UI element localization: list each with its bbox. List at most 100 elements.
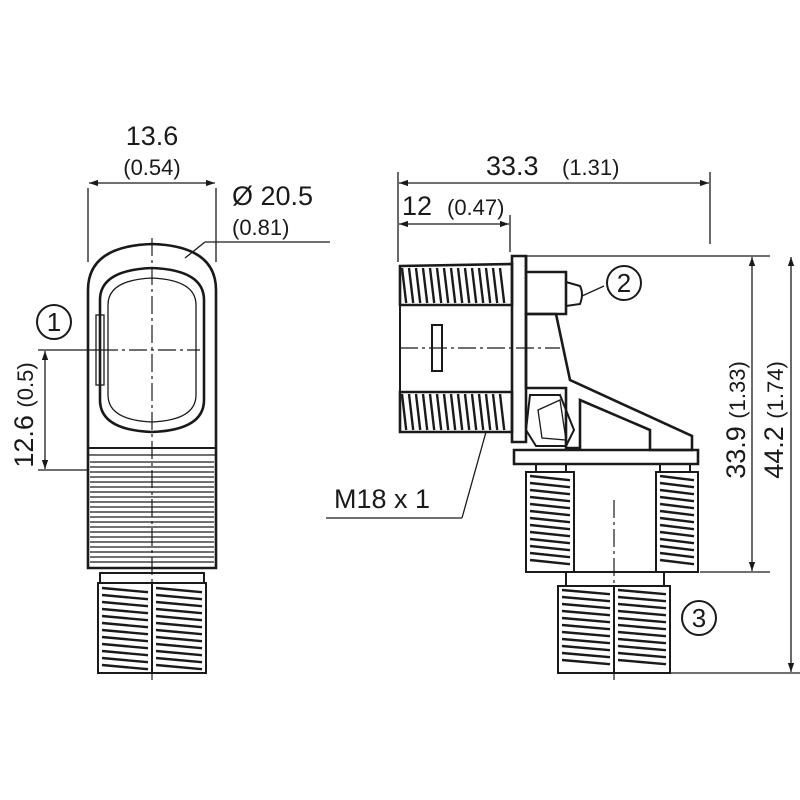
thread-crest bbox=[659, 509, 695, 517]
thread-crest bbox=[155, 600, 203, 608]
thread-crest bbox=[617, 616, 667, 624]
callout-3-label: 3 bbox=[692, 603, 706, 633]
thread-crest bbox=[456, 393, 464, 431]
dim-width-mm: 13.6 bbox=[126, 121, 179, 151]
thread-crest bbox=[435, 393, 443, 431]
thread-crest bbox=[529, 530, 571, 538]
thread-crest bbox=[617, 651, 667, 659]
thread-crest bbox=[470, 393, 478, 431]
thread-crest bbox=[617, 630, 667, 638]
thread-crest bbox=[498, 267, 506, 304]
thread-crest bbox=[442, 393, 450, 431]
thread-crest bbox=[659, 558, 695, 566]
thread-crest bbox=[529, 523, 571, 531]
dim-diameter-in: (0.81) bbox=[232, 215, 289, 240]
thread-crest bbox=[617, 609, 667, 617]
thread-crest bbox=[617, 623, 667, 631]
callout-1-label: 1 bbox=[47, 307, 61, 337]
thread-crest bbox=[477, 393, 485, 431]
front-view bbox=[86, 238, 218, 680]
front-dimensions: 13.6 (0.54) Ø 20.5 (0.81) 12.6 (0.5) 1 bbox=[9, 121, 330, 471]
side-bottom-collar bbox=[512, 448, 700, 466]
thread-crest bbox=[155, 607, 203, 615]
thread-crest bbox=[561, 588, 611, 596]
thread-crest bbox=[407, 267, 415, 304]
thread-crest bbox=[491, 267, 499, 304]
thread-crest bbox=[484, 267, 492, 304]
side-flange bbox=[510, 254, 528, 444]
side-bottom-connector-threads bbox=[561, 588, 667, 666]
side-bottom-connector-collar bbox=[565, 571, 665, 587]
thread-crest bbox=[101, 635, 149, 643]
thread-crest bbox=[561, 616, 611, 624]
callout-2-label: 2 bbox=[617, 268, 631, 298]
thread-crest bbox=[463, 267, 471, 304]
thread-crest bbox=[659, 474, 695, 482]
thread-crest bbox=[101, 593, 149, 601]
thread-crest bbox=[617, 602, 667, 610]
thread-crest bbox=[155, 628, 203, 636]
thread-crest bbox=[561, 658, 611, 666]
thread-crest bbox=[477, 267, 485, 304]
thread-crest bbox=[428, 393, 436, 431]
leader-diameter bbox=[184, 241, 206, 259]
thread-crest bbox=[155, 649, 203, 657]
thread-crest bbox=[470, 267, 478, 304]
thread-crest bbox=[400, 267, 408, 304]
thread-crest bbox=[659, 551, 695, 559]
thread-crest bbox=[449, 393, 457, 431]
thread-crest bbox=[101, 600, 149, 608]
dim-width-in: (0.54) bbox=[123, 155, 180, 180]
thread-crest bbox=[561, 637, 611, 645]
thread-crest bbox=[101, 586, 149, 594]
thread-crest bbox=[529, 551, 571, 559]
leader-callout-2 bbox=[581, 285, 605, 297]
thread-crest bbox=[659, 523, 695, 531]
side-right-connector bbox=[655, 471, 699, 573]
thread-crest bbox=[529, 481, 571, 489]
thread-crest bbox=[561, 651, 611, 659]
thread-crest bbox=[407, 393, 415, 431]
thread-crest bbox=[484, 393, 492, 431]
thread-crest bbox=[155, 642, 203, 650]
thread-crest bbox=[659, 495, 695, 503]
side-view bbox=[398, 254, 700, 680]
thread-crest bbox=[155, 663, 203, 671]
thread-crest bbox=[491, 393, 499, 431]
thread-crest bbox=[400, 393, 408, 431]
thread-crest bbox=[529, 474, 571, 482]
thread-crest bbox=[529, 558, 571, 566]
thread-crest bbox=[101, 614, 149, 622]
thread-crest bbox=[561, 602, 611, 610]
dim-length-in: (1.31) bbox=[562, 155, 619, 180]
thread-crest bbox=[101, 642, 149, 650]
thread-crest bbox=[617, 588, 667, 596]
thread-crest bbox=[421, 393, 429, 431]
thread-crest bbox=[561, 630, 611, 638]
thread-crest bbox=[155, 656, 203, 664]
side-housing bbox=[524, 312, 694, 452]
thread-crest bbox=[561, 623, 611, 631]
thread-crest bbox=[617, 644, 667, 652]
callout-1-circle bbox=[36, 304, 72, 340]
thread-crest bbox=[101, 628, 149, 636]
thread-crest bbox=[463, 393, 471, 431]
thread-crest bbox=[155, 614, 203, 622]
thread-crest bbox=[101, 621, 149, 629]
thread-crest bbox=[449, 267, 457, 304]
side-lower-threads bbox=[400, 393, 506, 431]
thread-crest bbox=[101, 656, 149, 664]
callout-2-circle bbox=[606, 265, 642, 301]
thread-crest bbox=[529, 502, 571, 510]
thread-crest bbox=[529, 509, 571, 517]
side-housing-facet bbox=[537, 399, 567, 441]
thread-crest bbox=[529, 516, 571, 524]
thread-crest bbox=[428, 267, 436, 304]
thread-crest bbox=[659, 530, 695, 538]
thread-crest bbox=[529, 495, 571, 503]
thread-crest bbox=[414, 393, 422, 431]
side-dimensions: 33.3 (1.31) 12 (0.47) 33.9 (1.33) 44.2 (… bbox=[326, 151, 800, 674]
leader-thread-spec bbox=[461, 431, 487, 519]
side-upper-threads bbox=[400, 267, 506, 304]
side-button bbox=[565, 281, 583, 307]
